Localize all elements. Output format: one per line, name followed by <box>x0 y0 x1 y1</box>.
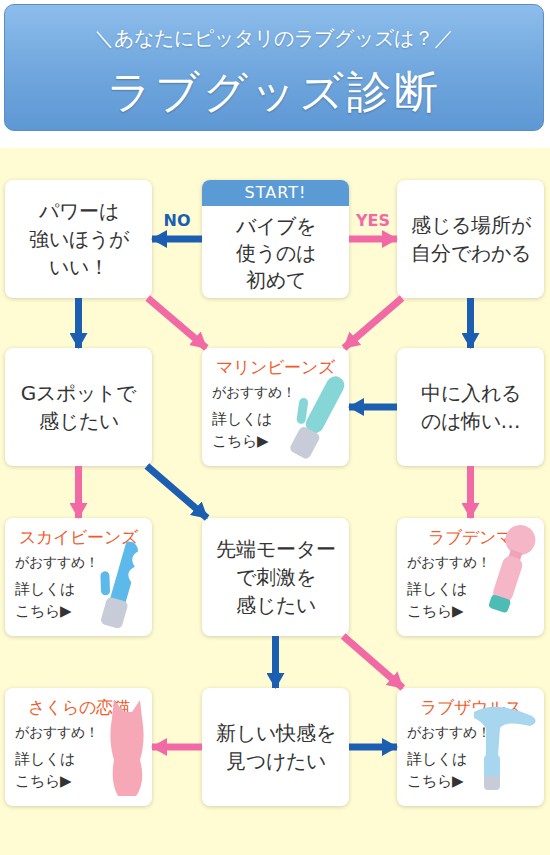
product-illustration <box>110 700 143 796</box>
edge-group <box>79 239 471 747</box>
toy-neck <box>508 550 522 561</box>
toy-base <box>488 594 511 613</box>
result-box: さくらの恋猫がおすすめ！ 詳しくは こちら▶ <box>5 688 152 806</box>
toy-ear <box>296 397 309 424</box>
flow-arrow <box>147 466 207 518</box>
recommend-text: がおすすめ！ <box>407 554 491 572</box>
question-text: 先端モーター で刺激を 感じたい <box>210 535 341 619</box>
flow-arrow <box>148 298 207 348</box>
recommend-text: がおすすめ！ <box>15 724 99 742</box>
toy-handle <box>289 425 322 460</box>
toy-body <box>474 707 536 756</box>
subtitle-label: ＼あなたにピッタリのラブグッズは？／ <box>5 25 543 52</box>
flow-arrow <box>349 404 397 411</box>
result-box: ラブデンマがおすすめ！ 詳しくは こちら▶ <box>397 518 544 636</box>
product-name: さくらの恋猫 <box>7 696 150 719</box>
flow-arrow <box>75 298 82 348</box>
start-tab: START! <box>202 180 349 206</box>
flow-arrow <box>152 744 202 751</box>
start-box: START! バイブを 使うのは 初めて <box>202 180 349 298</box>
result-box: マリンビーンズがおすすめ！ 詳しくは こちら▶ <box>202 348 349 466</box>
detail-link-text: 詳しくは こちら▶ <box>212 408 278 452</box>
toy-head <box>501 521 539 559</box>
product-illustration <box>87 536 145 630</box>
question-text: 感じる場所が 自分でわかる <box>405 211 536 267</box>
detail-link-text: 詳しくは こちら▶ <box>407 748 473 792</box>
product-illustration <box>483 521 539 615</box>
title-banner: ラブグッズ診断 ＼あなたにピッタリのラブグッズは？／ <box>4 4 544 131</box>
toy-handle <box>100 596 129 629</box>
product-illustration <box>275 365 349 460</box>
detail-link-text: 詳しくは こちら▶ <box>15 748 81 792</box>
toy-ear <box>100 571 110 595</box>
result-box: スカイビーンズがおすすめ！ 詳しくは こちら▶ <box>5 518 152 636</box>
flow-arrow <box>349 236 397 243</box>
toy-shaft <box>303 373 348 436</box>
toy-shaft <box>110 540 142 603</box>
detail-link-text: 詳しくは こちら▶ <box>15 578 81 622</box>
result-box: ラブザウルスがおすすめ！ 詳しくは こちら▶ <box>397 688 544 806</box>
flow-arrow <box>349 744 397 751</box>
question-box: 新しい快感を 見つけたい <box>202 688 349 806</box>
question-box: 中に入れる のは怖い… <box>397 348 544 466</box>
question-text: Gスポットで 感じたい <box>13 379 144 435</box>
flow-arrow <box>467 466 474 518</box>
question-box: Gスポットで 感じたい <box>5 348 152 466</box>
product-name: マリンビーンズ <box>204 356 347 379</box>
question-text: 中に入れる のは怖い… <box>405 379 536 435</box>
flow-arrow <box>75 466 82 518</box>
detail-link-text: 詳しくは こちら▶ <box>407 578 473 622</box>
edge-label: NO <box>164 211 191 230</box>
question-box: 先端モーター で刺激を 感じたい <box>202 518 349 636</box>
product-name: ラブデンマ <box>399 526 542 549</box>
question-text: バイブを 使うのは 初めて <box>210 213 341 294</box>
recommend-text: がおすすめ！ <box>407 724 491 742</box>
question-box: パワーは 強いほうが いい！ <box>5 180 152 298</box>
toy-handle <box>491 554 524 604</box>
toy-base <box>484 776 500 790</box>
product-illustration <box>474 707 536 790</box>
product-illustrations <box>87 365 540 796</box>
question-text: パワーは 強いほうが いい！ <box>13 197 144 281</box>
flow-arrow <box>467 298 474 348</box>
product-name: ラブザウルス <box>399 696 542 719</box>
edge-label: YES <box>356 211 390 230</box>
question-text: 新しい快感を 見つけたい <box>210 719 341 775</box>
toy-handle <box>484 754 500 790</box>
flow-arrow <box>344 298 402 348</box>
flow-arrow <box>272 636 279 688</box>
product-name: スカイビーンズ <box>7 526 150 549</box>
recommend-text: がおすすめ！ <box>212 384 296 402</box>
question-box: 感じる場所が 自分でわかる <box>397 180 544 298</box>
recommend-text: がおすすめ！ <box>15 554 99 572</box>
diagram-title: ラブグッズ診断 <box>5 63 543 122</box>
flow-arrow <box>152 236 202 243</box>
flow-arrow <box>343 636 403 688</box>
